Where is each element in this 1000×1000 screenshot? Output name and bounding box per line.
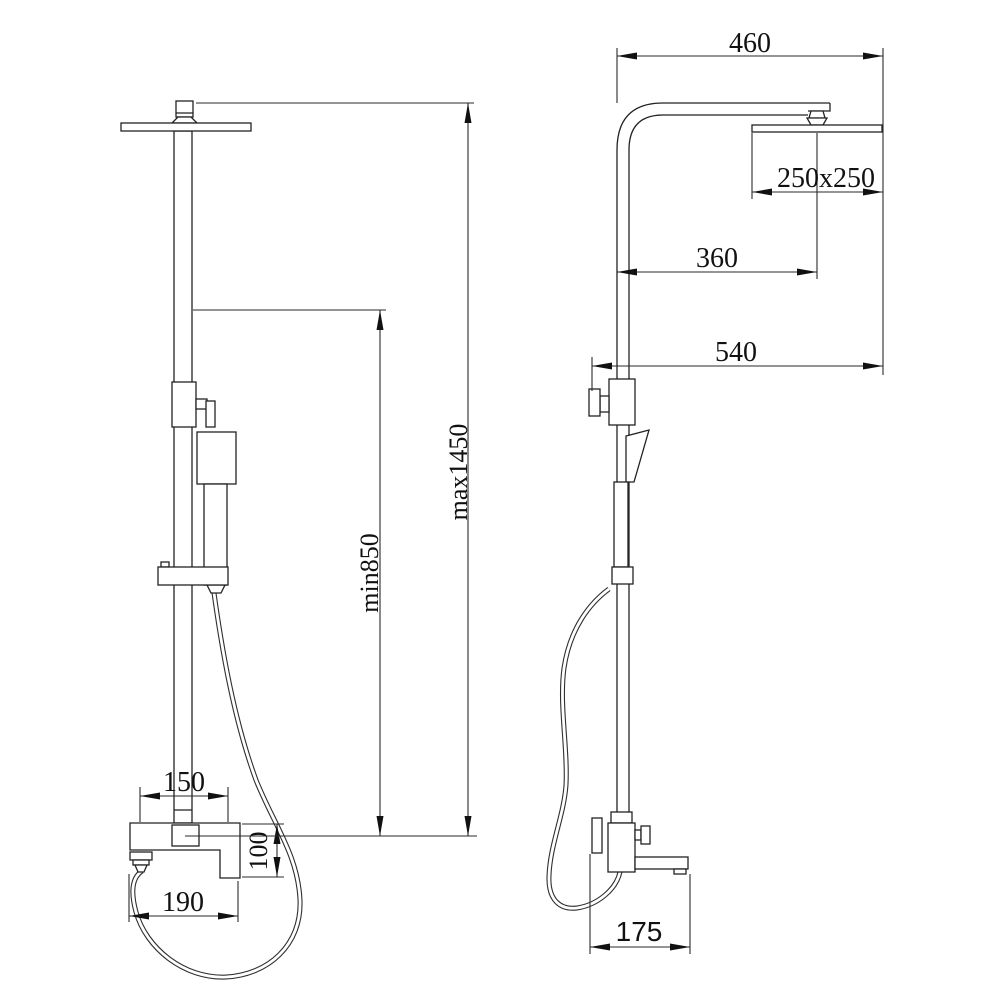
- hand-shower-head-side: [625, 429, 650, 483]
- dim-360-label: 360: [696, 243, 738, 274]
- slider-bracket-front: [157, 561, 229, 586]
- hand-shower-front: [196, 431, 237, 594]
- hand-shower-handle-side: [613, 481, 629, 568]
- bracket-tab-front: [160, 561, 170, 568]
- diverter-knob-side: [588, 388, 601, 417]
- hose-coupler-front: [205, 584, 227, 594]
- dim-150: 150: [139, 767, 229, 822]
- hose-outlet-nut-front: [132, 859, 150, 866]
- shower-head-plate-front: [120, 122, 252, 132]
- dim-250x250: 250x250: [751, 133, 883, 279]
- shower-arm-and-pipe-side: [616, 102, 883, 812]
- side-view: 460 250x250 360 540: [546, 28, 884, 954]
- arm-inner-line: [628, 114, 808, 812]
- spout-aerator-side: [673, 868, 687, 875]
- wall-plate-side: [591, 817, 603, 854]
- dim-250x250-label: 250x250: [777, 163, 875, 194]
- pipe-adapter-side: [610, 811, 633, 824]
- riser-pole-front: [173, 130, 193, 824]
- dim-175: 175: [589, 854, 691, 954]
- dim-100: 100: [242, 823, 284, 878]
- hose-nozzle-front: [134, 864, 148, 873]
- dim-min850-label: min850: [355, 533, 384, 612]
- mixer-body-side: [607, 822, 636, 873]
- mixer-valve-front: [129, 822, 241, 879]
- dim-460-label: 460: [729, 28, 771, 59]
- front-view: 150 190 100 min850: [120, 100, 477, 980]
- dim-190: 190: [128, 874, 239, 922]
- head-ball-joint-upper-side: [808, 110, 826, 119]
- dim-min850: min850: [193, 309, 386, 836]
- shower-hose-front: [130, 592, 303, 980]
- dim-360: 360: [617, 243, 817, 276]
- shower-head-plate-side: [751, 124, 883, 133]
- hand-shower-head-front: [196, 431, 237, 485]
- shower-hose-side: [546, 586, 623, 911]
- diverter-front: [171, 381, 216, 428]
- diverter-body-front: [171, 381, 197, 428]
- head-ball-joint-lower-side: [805, 117, 829, 126]
- diverter-body-side: [608, 378, 636, 426]
- overhead-shower-front: [120, 100, 252, 132]
- dim-100-label: 100: [244, 832, 273, 871]
- dim-540: 540: [591, 337, 883, 391]
- dim-540-label: 540: [715, 337, 757, 368]
- dim-max1450-label: max1450: [444, 424, 473, 521]
- dim-190-label: 190: [162, 887, 204, 918]
- arm-outer-line: [616, 102, 830, 812]
- dim-max1450: max1450: [196, 102, 474, 836]
- bracket-body-front: [157, 566, 229, 586]
- diverter-stem-side: [599, 395, 610, 413]
- arm-end-step: [808, 103, 831, 112]
- ball-joint-front: [170, 116, 199, 124]
- mixer-body-front: [129, 822, 241, 879]
- mixer-knob-side: [640, 825, 651, 845]
- slider-bracket-side: [611, 566, 634, 585]
- mixer-knob-stem-side: [634, 829, 642, 841]
- spout-side: [634, 856, 689, 870]
- dim-460: 460: [616, 28, 884, 375]
- dim-175-label: 175: [616, 916, 663, 947]
- hose-outlet-front: [129, 851, 153, 861]
- diverter-pin-front: [205, 400, 216, 428]
- mixer-valve-side: [591, 811, 689, 875]
- dim-150-label: 150: [163, 767, 205, 798]
- hand-shower-side: [611, 429, 650, 585]
- diverter-side: [588, 378, 636, 426]
- ceiling-connector-front: [175, 100, 194, 118]
